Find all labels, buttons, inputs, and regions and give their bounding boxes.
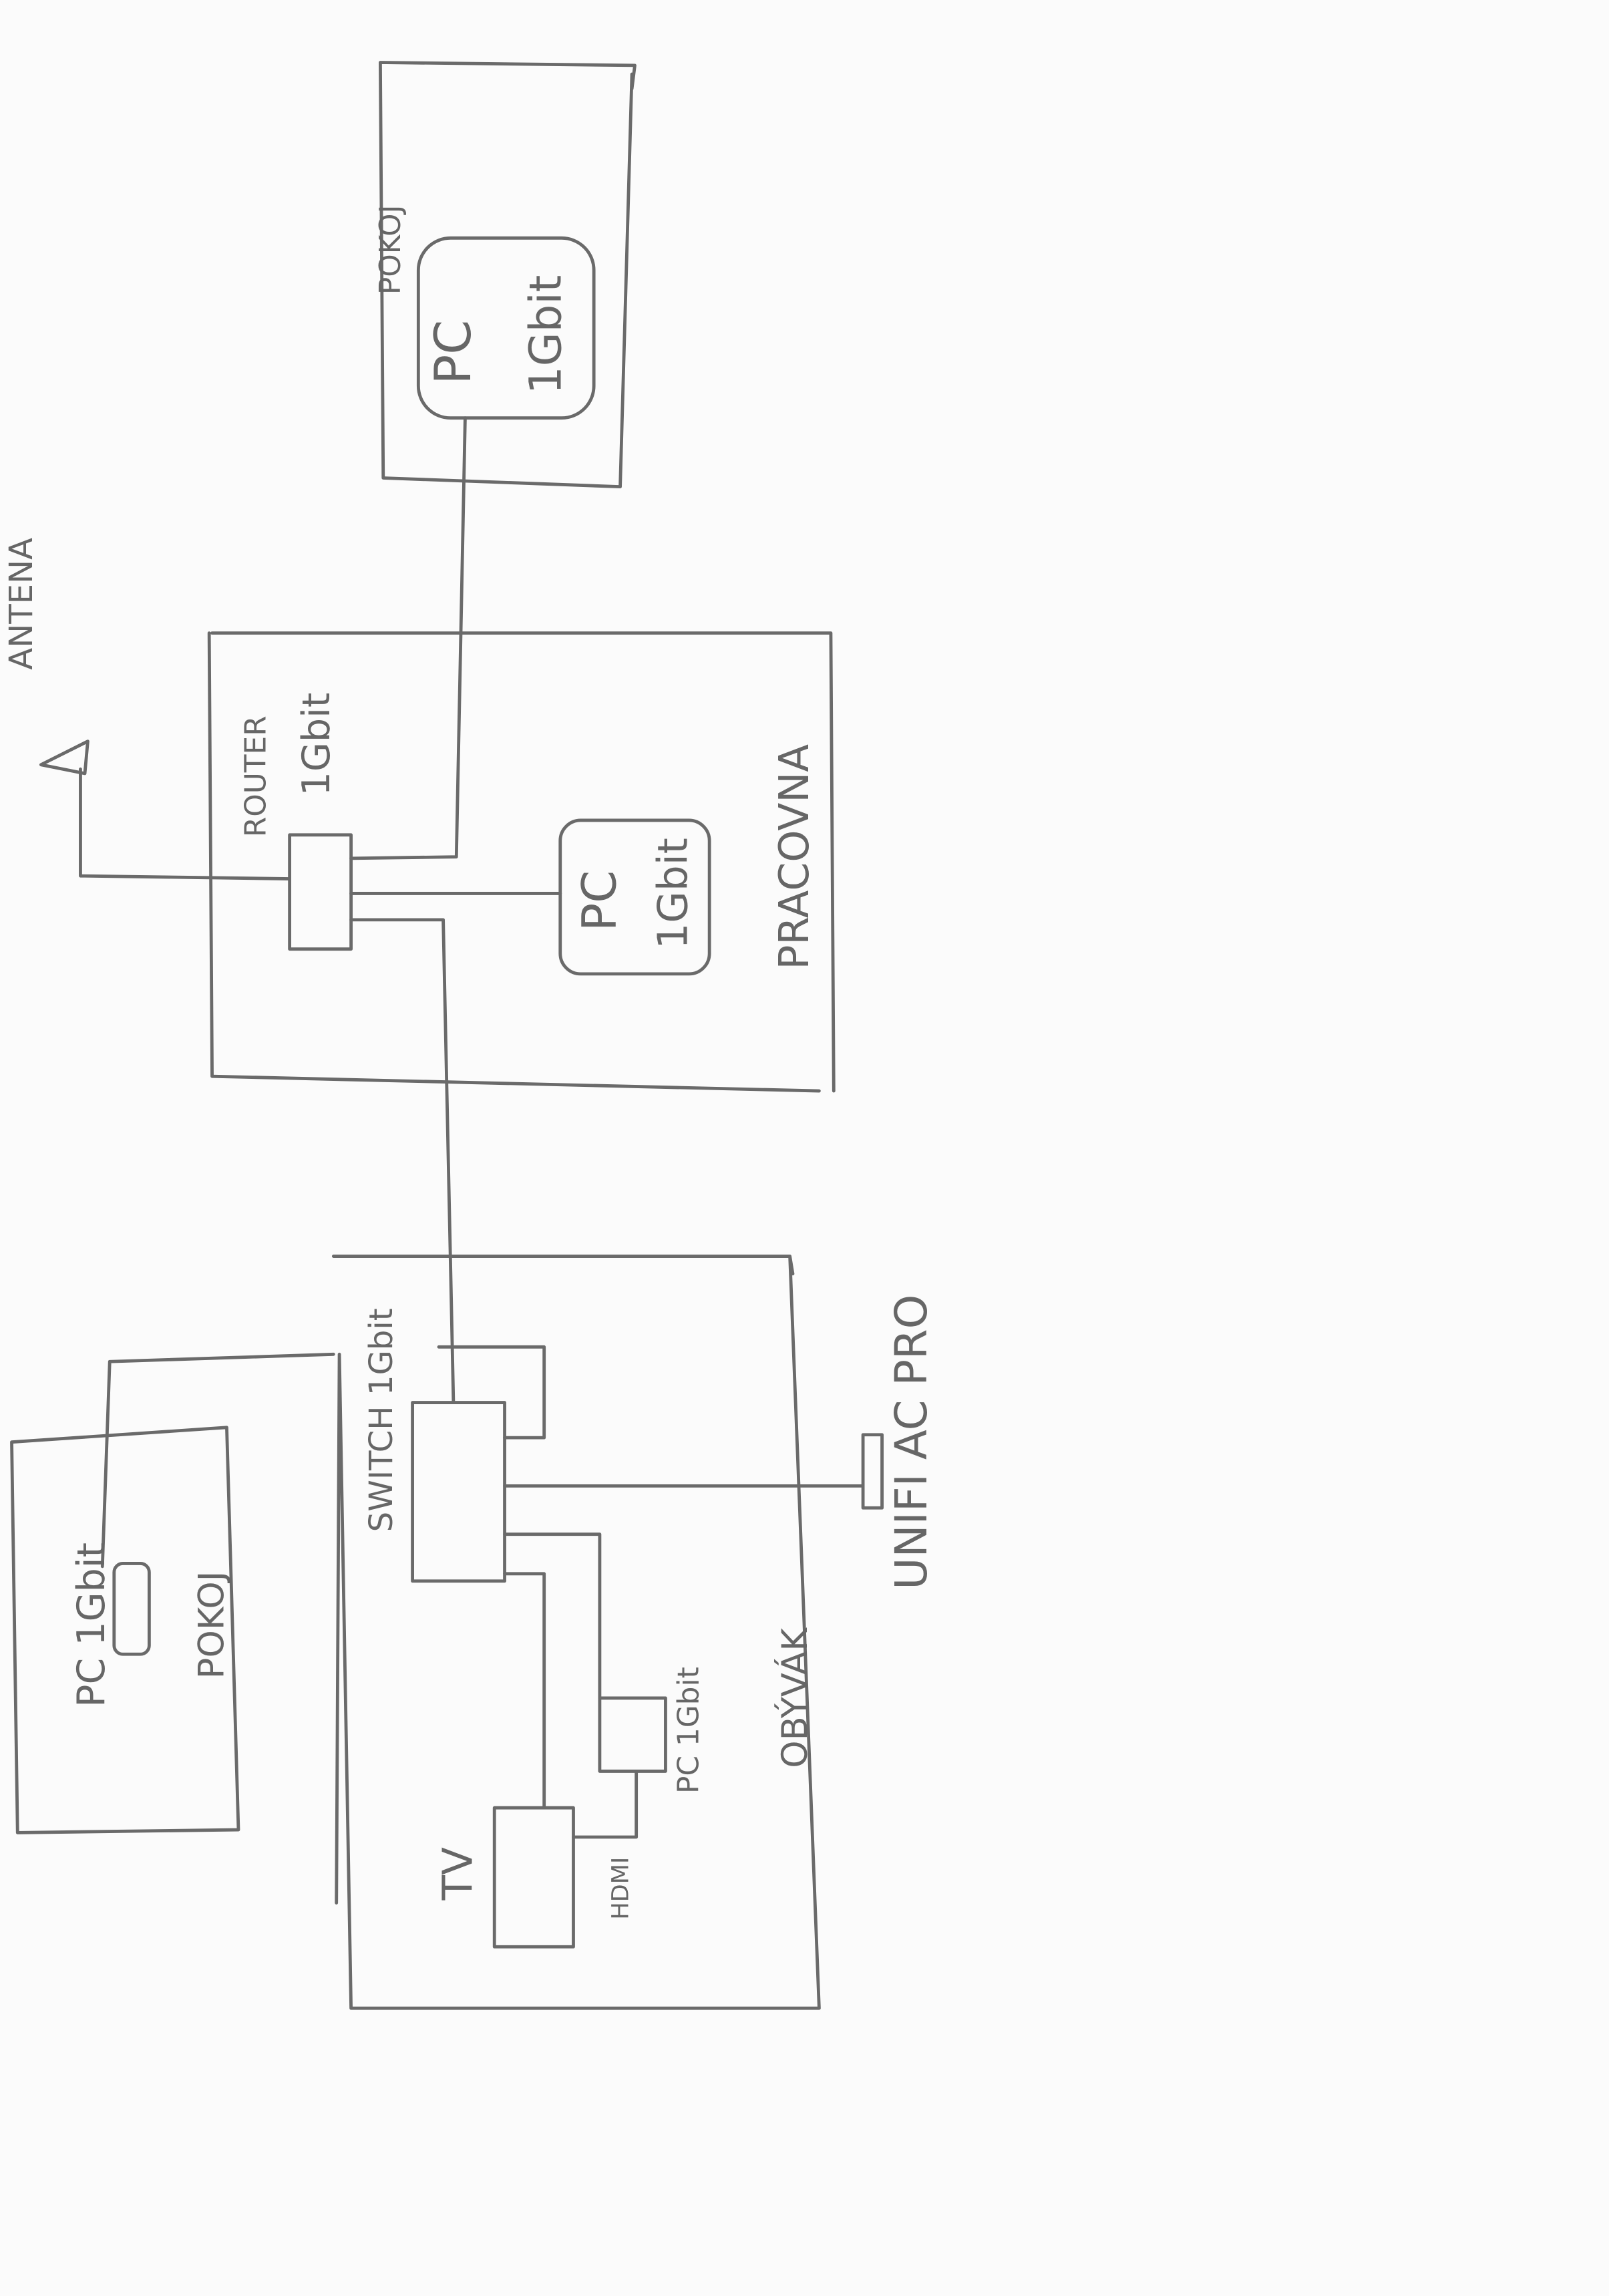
ap-label: UNIFI AC PRO (886, 1295, 937, 1590)
antenna-icon (39, 740, 90, 776)
pc-box (416, 236, 596, 420)
pc-label: PC (424, 320, 482, 385)
room-pracovna: PRACOVNA ROUTER 1Gbit PC 1Gbit (207, 631, 836, 1093)
room-outline (331, 1255, 821, 2010)
antenna: ANTENA (3, 538, 292, 880)
pc-box (558, 818, 711, 976)
room-label: POKOJ (191, 1571, 232, 1679)
router-pokoj-cable (349, 416, 467, 860)
room-pokoj-left: PC 1Gbit POKOJ (10, 1426, 240, 1834)
hdmi-cable (572, 1770, 639, 1839)
access-point-icon (861, 1433, 884, 1510)
room-obyvak: OBÝVÁK SWITCH 1Gbit UNIFI AC PRO TV PC 1… (331, 1255, 937, 2010)
router-label: ROUTER (238, 715, 273, 837)
pc-label: PC 1Gbit (69, 1542, 114, 1707)
pc-label: PC 1Gbit (672, 1667, 706, 1794)
pc-label: PC (572, 870, 627, 931)
switch-loop-cable (437, 1345, 546, 1440)
room-outline (10, 1426, 240, 1834)
switch-pc-cable (503, 1532, 602, 1700)
pc-box (598, 1696, 667, 1773)
router-switch-cable (349, 918, 456, 1404)
room-label: OBÝVÁK (773, 1627, 816, 1768)
room-outline (378, 61, 637, 489)
router-speed: 1Gbit (295, 693, 339, 796)
room-pokoj-top: POKOJ PC 1Gbit (373, 61, 637, 489)
tv-label: TV (434, 1847, 482, 1901)
switch-box (411, 1401, 506, 1583)
antenna-cable (79, 767, 292, 880)
room-label: PRACOVNA (771, 744, 818, 970)
pc-speed: 1Gbit (649, 838, 697, 949)
router-box (288, 833, 353, 951)
switch-tv-cable (503, 1572, 546, 1810)
room-label: POKOJ (373, 205, 407, 295)
antenna-label: ANTENA (3, 538, 40, 670)
switch-label: SWITCH 1Gbit (363, 1308, 400, 1532)
switch-pokoj-cable (100, 1352, 335, 1569)
hdmi-label: HDMI (607, 1857, 635, 1920)
pc-speed: 1Gbit (520, 275, 571, 394)
pc-box (112, 1562, 151, 1656)
tv-box (492, 1806, 575, 1949)
room-outline (207, 631, 836, 1093)
